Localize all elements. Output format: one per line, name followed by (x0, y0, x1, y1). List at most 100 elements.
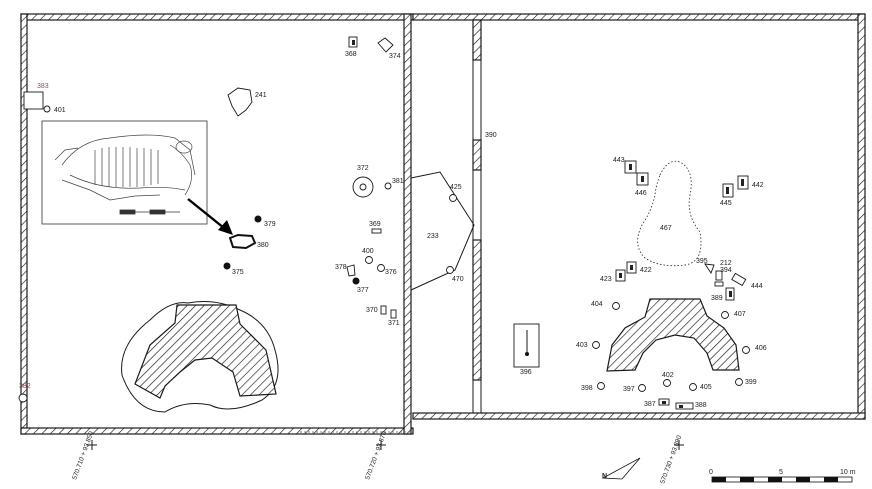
label-375: 375 (232, 269, 244, 276)
label-467: 467 (660, 225, 672, 232)
feature-406-posthole (742, 346, 750, 354)
feature-382-posthole (18, 393, 28, 403)
label-382: 382 (19, 383, 31, 390)
feature-394-shape (714, 281, 724, 287)
label-368: 368 (345, 51, 357, 58)
feature-407-posthole (721, 311, 729, 319)
feature-375-posthole (223, 262, 231, 270)
feature-402-posthole (663, 379, 671, 387)
feature-397-posthole (638, 384, 646, 392)
feature-445-mark (726, 187, 729, 194)
feature-371-shape (390, 309, 397, 319)
feature-369-shape (371, 228, 382, 234)
feature-377-posthole (352, 277, 360, 285)
label-425: 425 (450, 184, 462, 191)
scale-five: 5 (779, 469, 783, 476)
label-388: 388 (695, 402, 707, 409)
feature-405-posthole (689, 383, 697, 391)
feature-443-mark (629, 164, 632, 170)
label-442: 442 (752, 182, 764, 189)
feature-425-posthole (449, 194, 457, 202)
feature-372-inner (359, 183, 367, 191)
feature-381-posthole (384, 182, 392, 190)
trench-left-walls (20, 13, 414, 435)
label-407: 407 (734, 311, 746, 318)
label-397: 397 (623, 386, 635, 393)
feature-376-posthole (377, 264, 385, 272)
feature-446-mark (641, 176, 644, 182)
feature-374-shape (377, 37, 394, 53)
coord-3: 570.730 + 93.890 (659, 434, 683, 484)
feature-370-shape (380, 305, 387, 315)
label-446: 446 (635, 190, 647, 197)
label-401: 401 (54, 107, 66, 114)
label-445: 445 (720, 200, 732, 207)
feature-388-shape (675, 402, 694, 410)
north-arrow-icon: N (601, 457, 641, 480)
feature-422-mark (630, 265, 633, 270)
label-371: 371 (388, 320, 400, 327)
label-422: 422 (640, 267, 652, 274)
label-241: 241 (255, 92, 267, 99)
label-372: 372 (357, 165, 369, 172)
feature-398-posthole (597, 382, 605, 390)
feature-241-shape (227, 87, 253, 117)
feature-395-shape (704, 263, 715, 274)
label-390: 390 (485, 132, 497, 139)
feature-380-burial (228, 233, 257, 250)
coord-2: 570.720 + 93.870 (364, 430, 388, 480)
skeleton-inset (41, 120, 208, 225)
label-233: 233 (427, 233, 439, 240)
feature-212-shape (715, 270, 723, 281)
label-443: 443 (613, 157, 625, 164)
trench-right-walls (412, 13, 866, 420)
label-444: 444 (751, 283, 763, 290)
feature-444-shape (731, 272, 747, 287)
label-378: 378 (335, 264, 347, 271)
label-374: 374 (389, 53, 401, 60)
label-381: 381 (392, 178, 404, 185)
label-387: 387 (644, 401, 656, 408)
arch-structure-right (606, 298, 740, 372)
label-380: 380 (257, 242, 269, 249)
label-394: 394 (720, 267, 732, 274)
feature-423-mark (619, 273, 622, 278)
label-405: 405 (700, 384, 712, 391)
feature-470-posthole (446, 266, 454, 274)
label-370: 370 (366, 307, 378, 314)
scale-ten: 10 m (840, 469, 856, 476)
feature-378-shape (346, 264, 356, 277)
feature-442-mark (741, 179, 744, 186)
label-369: 369 (369, 221, 381, 228)
label-470: 470 (452, 276, 464, 283)
label-377: 377 (357, 287, 369, 294)
survey-coordinates: 570.710 + 93.850 570.720 + 93.870 570.73… (71, 430, 684, 485)
feature-383-shape (23, 91, 44, 110)
pointer-arrow (187, 198, 233, 235)
north-label: N (602, 473, 607, 480)
label-400: 400 (362, 248, 374, 255)
scale-bar: 0 5 10 m (709, 469, 856, 483)
label-379: 379 (264, 221, 276, 228)
feature-388-mark (679, 405, 683, 408)
feature-403-posthole (592, 341, 600, 349)
feature-387-mark (662, 401, 666, 404)
label-376: 376 (385, 269, 397, 276)
label-399: 399 (745, 379, 757, 386)
feature-401-posthole (43, 105, 51, 113)
feature-379-posthole (254, 215, 262, 223)
coord-1: 570.710 + 93.850 (71, 430, 95, 480)
feature-389-mark (729, 291, 732, 297)
feature-368-mark (352, 40, 355, 45)
label-403: 403 (576, 342, 588, 349)
label-396: 396 (520, 369, 532, 376)
label-383: 383 (37, 83, 49, 90)
feature-labels: 241 368 374 383 401 372 381 379 380 375 … (19, 51, 767, 409)
feature-467-outline (637, 160, 702, 267)
label-212: 212 (720, 260, 732, 267)
feature-399-posthole (735, 378, 743, 386)
label-406: 406 (755, 345, 767, 352)
label-398: 398 (581, 385, 593, 392)
baulk-390 (472, 19, 482, 413)
